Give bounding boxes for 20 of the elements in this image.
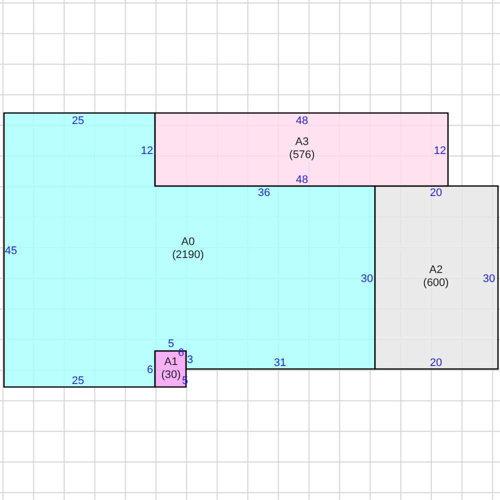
dimension-label: 12 xyxy=(434,145,446,157)
area-label: A1 (30) xyxy=(161,356,181,382)
dimension-label: 3 xyxy=(186,354,194,366)
dimension-label: 45 xyxy=(4,245,18,257)
dimension-label: 5 xyxy=(168,338,174,350)
dimension-label: 25 xyxy=(72,375,84,387)
dimension-label: 12 xyxy=(140,145,154,157)
dimension-label: 48 xyxy=(296,115,308,127)
dimension-label: 31 xyxy=(274,357,286,369)
dimension-label: 25 xyxy=(72,115,84,127)
dimension-label: 20 xyxy=(430,357,442,369)
dimension-label: 30 xyxy=(482,273,496,285)
area-label: A3 (576) xyxy=(289,136,315,162)
area-label: A0 (2190) xyxy=(172,236,204,262)
area-label: A2 (600) xyxy=(423,264,449,290)
dimension-label: 48 xyxy=(296,174,308,186)
dimension-label: 20 xyxy=(430,187,442,199)
dimension-label: 30 xyxy=(360,273,374,285)
dimension-label: 6 xyxy=(146,364,154,376)
dimension-label: 36 xyxy=(258,187,270,199)
